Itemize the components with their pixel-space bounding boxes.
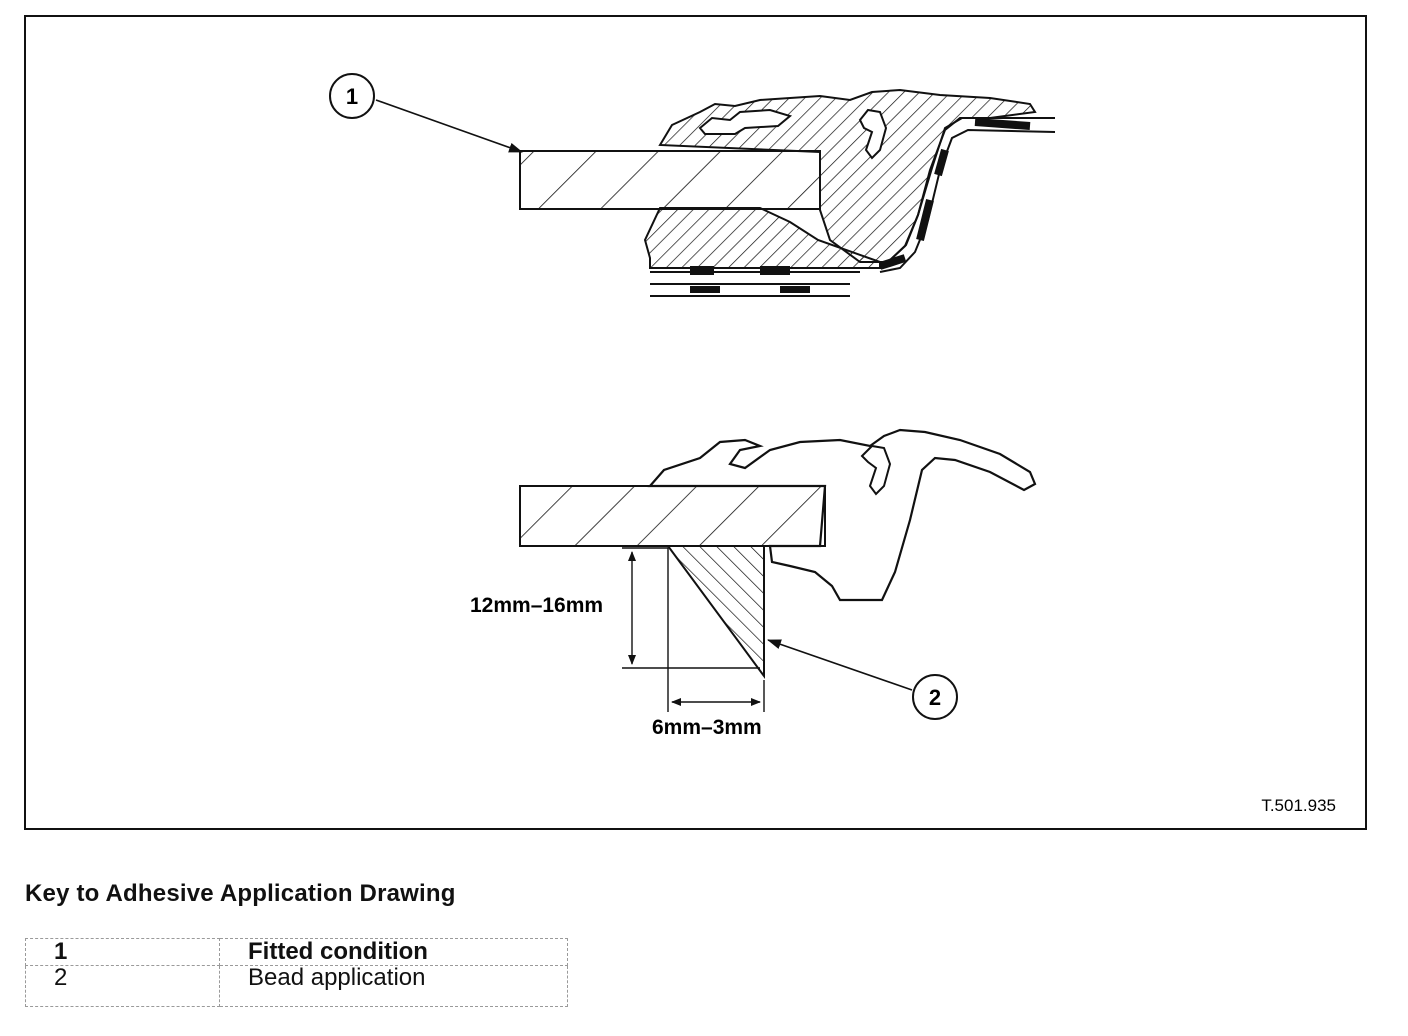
callout-2-circle (912, 674, 958, 720)
callout-2-leader (767, 639, 913, 691)
width-dimension (667, 548, 765, 712)
width-dimension-label: 6mm–3mm (652, 716, 762, 739)
key-row-description: Fitted condition (219, 938, 568, 966)
seal-profile-unfitted (647, 428, 1037, 602)
key-row: 2 Bead application (25, 965, 568, 1007)
fitted-condition-drawing: 1 (329, 73, 1056, 297)
glass-panel-unfitted (519, 485, 826, 547)
key-row: 1 Fitted condition (25, 938, 568, 966)
seal-clip-cavity (698, 108, 793, 135)
height-dimension (622, 547, 760, 669)
diagram-frame (24, 15, 1367, 830)
seal-clip-hook (858, 108, 888, 160)
glass-panel-fitted (519, 150, 821, 210)
callout-1-circle (329, 73, 375, 119)
callout-2-label: 2 (929, 685, 941, 710)
seal-clip-unfitted (860, 444, 892, 496)
key-table: 1 Fitted condition 2 Bead application (25, 938, 568, 1007)
key-row-number: 2 (25, 965, 220, 1007)
height-dimension-label: 12mm–16mm (470, 594, 603, 617)
adhesive-application-diagram: 1 12mm–16mm 6mm–3mm 2 T.501.935 (24, 15, 1367, 830)
adhesive-bead-fitted (643, 207, 881, 269)
reference-code: T.501.935 (1261, 796, 1336, 815)
body-panel-lower (650, 266, 860, 297)
key-heading: Key to Adhesive Application Drawing (25, 880, 456, 907)
adhesive-bead-triangle (666, 545, 765, 680)
key-row-description: Bead application (219, 965, 568, 1007)
callout-1-label: 1 (346, 84, 358, 109)
key-row-number: 1 (25, 938, 220, 966)
callout-1-leader (375, 99, 523, 153)
bead-application-drawing: 12mm–16mm 6mm–3mm 2 (470, 428, 1037, 739)
